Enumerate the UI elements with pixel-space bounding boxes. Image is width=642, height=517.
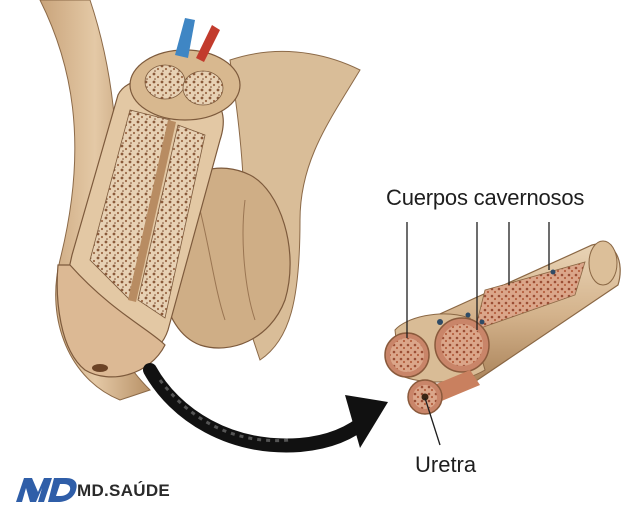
cross-section-illustration (384, 240, 621, 415)
label-cuerpos-cavernosos: Cuerpos cavernosos (386, 185, 585, 210)
leader-lines (406, 222, 550, 446)
leader-line-uretra (424, 397, 441, 446)
left-anatomy-illustration (39, 0, 361, 401)
brand-logo-icon (16, 478, 77, 502)
label-uretra: Uretra (415, 452, 477, 477)
brand-name: MD.SAÚDE (77, 481, 171, 500)
pointer-arrow (143, 363, 388, 453)
